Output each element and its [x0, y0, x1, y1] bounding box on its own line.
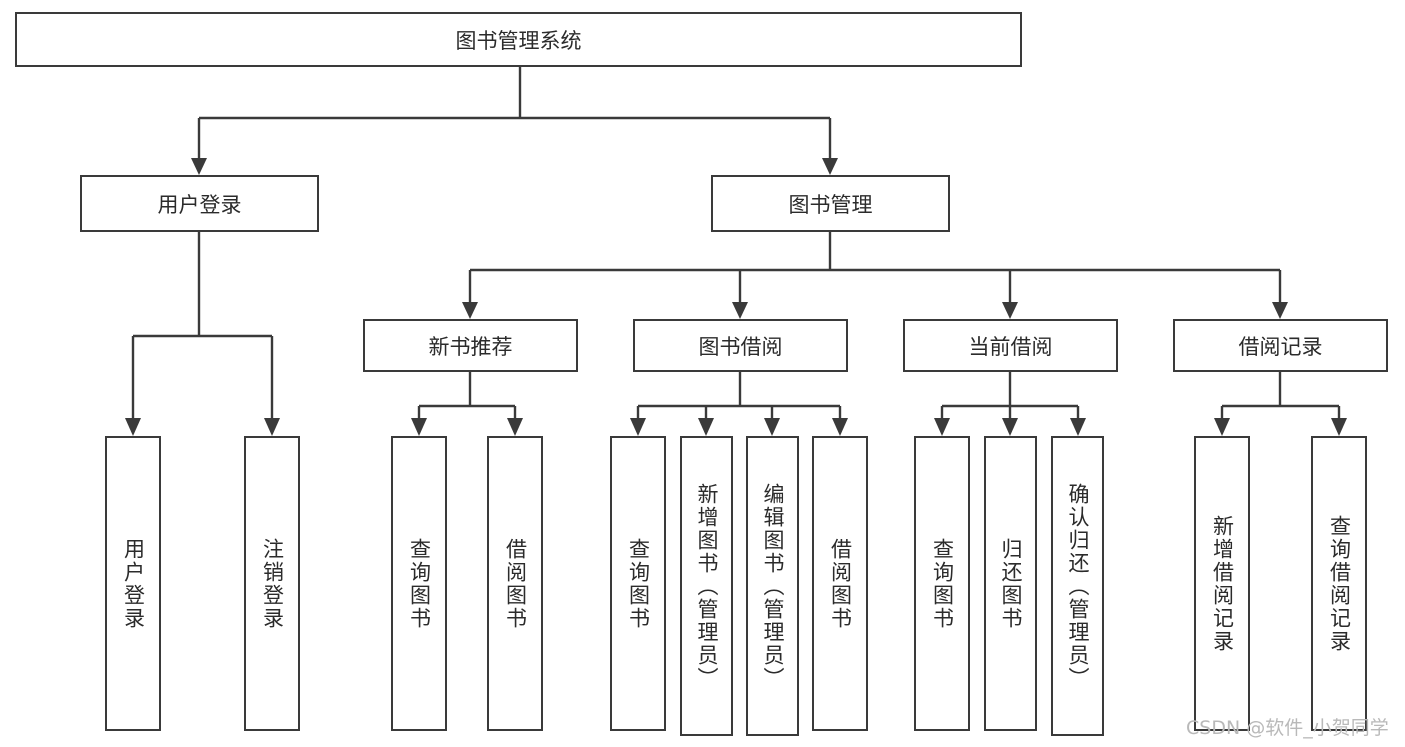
arrow-leaf-query-record — [1331, 418, 1347, 436]
node-leaf-logout-login[interactable]: 注销登录 — [244, 436, 300, 731]
node-leaf-logout-login-label: 注销登录 — [260, 537, 285, 630]
node-root[interactable]: 图书管理系统 — [15, 12, 1022, 67]
node-root-label: 图书管理系统 — [455, 28, 582, 53]
node-leaf-return-book-label: 归还图书 — [999, 537, 1023, 630]
arrow-leaf-borrow-book-2 — [832, 418, 848, 436]
node-leaf-borrow-book-1-label: 借阅图书 — [503, 537, 528, 630]
arrow-leaf-query-book-2 — [630, 418, 646, 436]
arrow-leaf-add-record — [1214, 418, 1230, 436]
node-leaf-confirm-return[interactable]: 确认归还（管理员） — [1051, 436, 1104, 736]
arrow-leaf-add-book — [698, 418, 714, 436]
node-current-borrow[interactable]: 当前借阅 — [903, 319, 1118, 372]
node-borrow-record-label: 借阅记录 — [1238, 334, 1323, 359]
node-new-book-recommend-label: 新书推荐 — [428, 334, 513, 359]
arrow-leaf-query-book-3 — [934, 418, 950, 436]
arrow-leaf-edit-book — [764, 418, 780, 436]
node-leaf-query-book-1-label: 查询图书 — [407, 537, 432, 630]
node-leaf-query-book-2-label: 查询图书 — [626, 537, 651, 630]
arrow-leaf-return-book — [1002, 418, 1018, 436]
node-new-book-recommend[interactable]: 新书推荐 — [363, 319, 578, 372]
node-leaf-borrow-book-2-label: 借阅图书 — [828, 537, 853, 630]
arrow-book-manage — [822, 158, 838, 175]
node-leaf-edit-book[interactable]: 编辑图书（管理员） — [746, 436, 799, 736]
arrow-leaf-query-book-1 — [411, 418, 427, 436]
node-leaf-edit-book-label: 编辑图书（管理员） — [761, 482, 785, 690]
node-book-borrow-label: 图书借阅 — [698, 334, 783, 359]
node-leaf-add-record-label: 新增借阅记录 — [1210, 514, 1235, 653]
node-leaf-user-login-label: 用户登录 — [121, 537, 146, 630]
node-leaf-add-book[interactable]: 新增图书（管理员） — [680, 436, 733, 736]
node-user-login-label: 用户登录 — [157, 192, 242, 217]
node-leaf-query-book-1[interactable]: 查询图书 — [391, 436, 447, 731]
arrow-new-book-recommend — [462, 302, 478, 319]
node-leaf-borrow-book-1[interactable]: 借阅图书 — [487, 436, 543, 731]
node-leaf-query-book-2[interactable]: 查询图书 — [610, 436, 666, 731]
node-leaf-user-login[interactable]: 用户登录 — [105, 436, 161, 731]
node-leaf-confirm-return-label: 确认归还（管理员） — [1066, 482, 1090, 690]
node-leaf-borrow-book-2[interactable]: 借阅图书 — [812, 436, 868, 731]
arrow-leaf-user-login — [125, 418, 141, 436]
arrow-borrow-record — [1272, 302, 1288, 319]
arrow-current-borrow — [1002, 302, 1018, 319]
node-borrow-record[interactable]: 借阅记录 — [1173, 319, 1388, 372]
node-current-borrow-label: 当前借阅 — [968, 334, 1053, 359]
node-leaf-add-book-label: 新增图书（管理员） — [695, 482, 719, 690]
node-book-manage[interactable]: 图书管理 — [711, 175, 950, 232]
node-book-borrow[interactable]: 图书借阅 — [633, 319, 848, 372]
arrow-leaf-confirm-return — [1070, 418, 1086, 436]
node-leaf-add-record[interactable]: 新增借阅记录 — [1194, 436, 1250, 731]
node-user-login[interactable]: 用户登录 — [80, 175, 319, 232]
arrow-leaf-borrow-book-1 — [507, 418, 523, 436]
arrow-book-borrow — [732, 302, 748, 319]
node-leaf-return-book[interactable]: 归还图书 — [984, 436, 1037, 731]
node-leaf-query-record-label: 查询借阅记录 — [1327, 514, 1352, 653]
node-leaf-query-book-3-label: 查询图书 — [930, 537, 955, 630]
node-leaf-query-book-3[interactable]: 查询图书 — [914, 436, 970, 731]
node-leaf-query-record[interactable]: 查询借阅记录 — [1311, 436, 1367, 731]
arrow-leaf-logout-login — [264, 418, 280, 436]
arrow-user-login — [191, 158, 207, 175]
node-book-manage-label: 图书管理 — [788, 192, 873, 217]
